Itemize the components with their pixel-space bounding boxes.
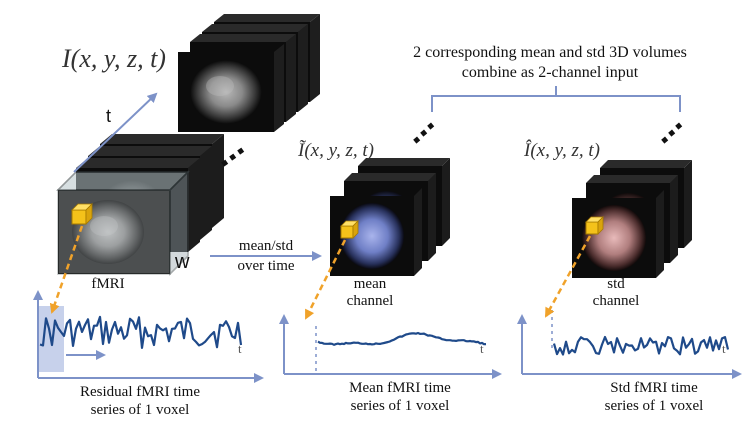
top-volume-stack xyxy=(178,14,320,132)
formula-mean: Ĩ(x, y, z, t) xyxy=(298,140,374,161)
std-channel-line2: channel xyxy=(592,293,640,309)
mean-caption-line1: Mean fMRI time xyxy=(349,380,451,396)
fmri-voxel-cube xyxy=(71,203,93,225)
time-axis-arrow xyxy=(73,92,158,173)
std-voxel-cube xyxy=(585,216,604,235)
combine-caption-line1: 2 corresponding mean and std 3D volumes xyxy=(413,44,687,61)
voxel-to-residual-arrow xyxy=(49,225,84,314)
mean-channel-line2: channel xyxy=(346,293,394,309)
ellipsis-dots-left xyxy=(221,147,245,167)
ellipsis-dots-std xyxy=(661,122,683,144)
std-signal-line xyxy=(552,335,730,356)
std-plot xyxy=(517,310,742,379)
ellipsis-dots-mean xyxy=(413,122,435,144)
w-dimension-label: w xyxy=(175,251,190,273)
mean-voxel-cube xyxy=(340,220,359,239)
std-end-mark: t xyxy=(722,341,726,356)
std-channel-line1: std xyxy=(607,276,625,292)
mean-std-caption-line2: over time xyxy=(237,258,295,274)
mean-caption-line2: series of 1 voxel xyxy=(350,398,450,414)
mean-channel-line1: mean xyxy=(353,276,387,292)
residual-signal-line xyxy=(39,315,243,349)
mean-volume-stack xyxy=(330,158,450,276)
residual-plot xyxy=(33,290,264,383)
mean-signal-line xyxy=(317,331,487,346)
fmri-label: fMRI xyxy=(91,276,125,292)
residual-caption-line2: series of 1 voxel xyxy=(90,402,190,418)
voxel-to-std-arrow xyxy=(544,235,592,318)
voxel-to-mean-arrow xyxy=(304,239,347,320)
formula-std: Î(x, y, z, t) xyxy=(524,140,600,161)
formula-original: I(x, y, z, t) xyxy=(62,44,166,73)
std-caption-line2: series of 1 voxel xyxy=(604,398,704,414)
combine-bracket xyxy=(431,95,681,112)
t-axis-label: t xyxy=(106,106,112,126)
mean-std-caption-line1: mean/std xyxy=(238,238,294,254)
residual-end-mark: t xyxy=(238,341,242,356)
mean-end-mark: t xyxy=(480,341,484,356)
std-caption-line1: Std fMRI time xyxy=(610,380,698,396)
residual-caption-line1: Residual fMRI time xyxy=(80,384,200,400)
combine-caption-line2: combine as 2-channel input xyxy=(461,64,639,81)
mean-plot xyxy=(279,314,502,379)
